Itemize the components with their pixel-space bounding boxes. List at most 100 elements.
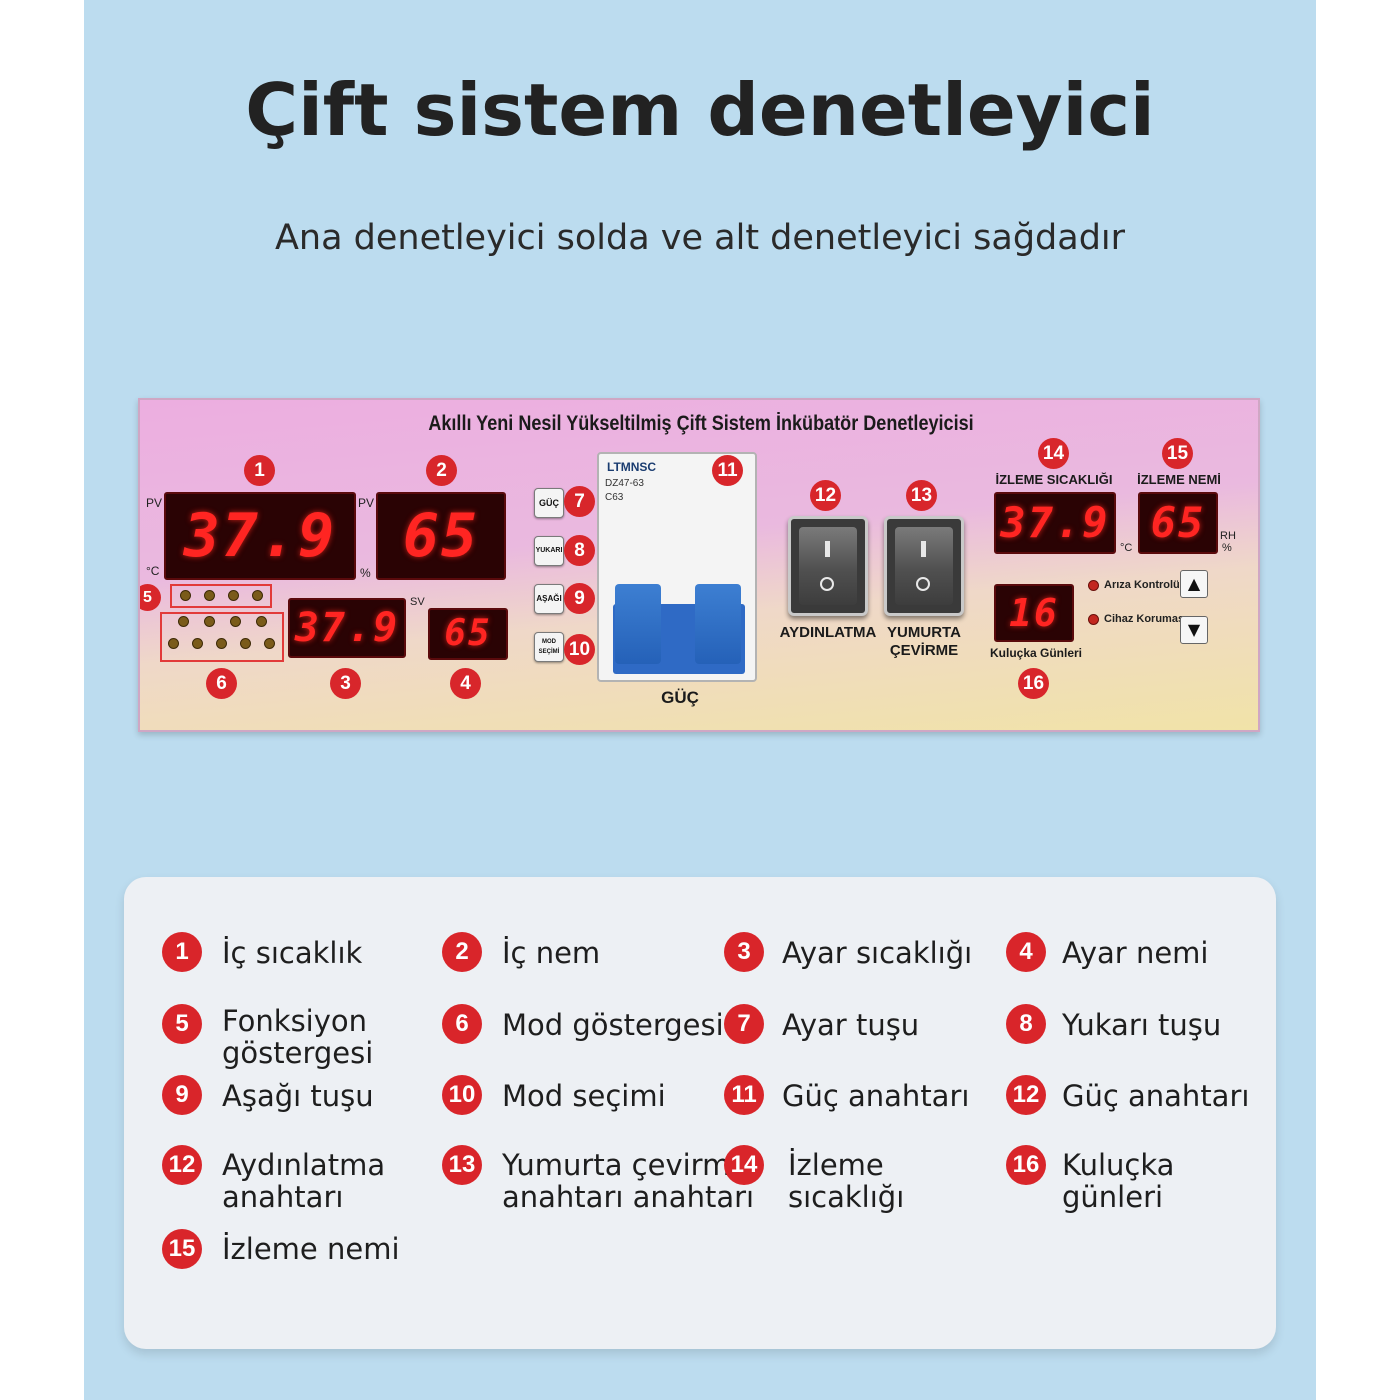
legend-badge: 3 (724, 932, 764, 972)
function-led (204, 590, 215, 601)
legend-text: İzleme nemi (222, 1232, 400, 1266)
legend-badge: 16 (1006, 1145, 1046, 1185)
fault-led (1088, 580, 1099, 591)
mode-select-button[interactable]: MOD SEÇİMİ (534, 632, 564, 662)
legend-badge: 6 (442, 1004, 482, 1044)
fault-label: Arıza Kontrolü (1104, 579, 1180, 591)
pv-hum-display: 65 (376, 492, 506, 580)
arrow-down-icon: ▼ (1187, 620, 1201, 639)
incubation-days-display: 16 (994, 584, 1074, 642)
badge-7: 7 (564, 486, 595, 517)
monitor-hum-display: 65 (1138, 492, 1218, 554)
function-indicator-frame (170, 584, 272, 608)
hum-unit-left: % (360, 566, 371, 580)
badge-15: 15 (1162, 438, 1193, 469)
incubation-days-label: Kuluçka Günleri (989, 646, 1083, 660)
breaker-rating: C63 (605, 492, 624, 503)
monitor-temp-display: 37.9 (994, 492, 1116, 554)
arrow-down-button[interactable]: ▼ (1180, 616, 1208, 644)
badge-12: 12 (810, 480, 841, 511)
legend-card: 1 İç sıcaklık 2 İç nem 3 Ayar sıcaklığı … (124, 877, 1276, 1349)
temp-unit-left: °C (146, 564, 160, 578)
lighting-switch[interactable] (788, 516, 868, 616)
egg-turning-label-2: ÇEVİRME (889, 642, 959, 659)
sv-temp-display: 37.9 (288, 598, 406, 658)
down-button[interactable]: AŞAĞI (534, 584, 564, 614)
right-margin (1316, 0, 1400, 1400)
legend-badge: 12 (162, 1145, 202, 1185)
badge-2: 2 (426, 455, 457, 486)
legend-text: Ayar nemi (1062, 936, 1209, 970)
badge-1: 1 (244, 455, 275, 486)
legend-badge: 11 (724, 1075, 764, 1115)
legend-text: İç sıcaklık (222, 936, 363, 970)
badge-6: 6 (206, 668, 237, 699)
protect-label: Cihaz Koruması (1104, 613, 1188, 625)
rh-unit: RH (1220, 530, 1236, 542)
page-subtitle: Ana denetleyici solda ve alt denetleyici… (274, 218, 1126, 258)
legend-text: Ayar tuşu (782, 1008, 920, 1042)
breaker-toggle-left[interactable] (615, 584, 661, 664)
legend-badge: 13 (442, 1145, 482, 1185)
mode-led (256, 616, 267, 627)
legend-text: Yukarı tuşu (1062, 1008, 1222, 1042)
legend-text: Mod göstergesi (502, 1008, 724, 1042)
function-led (180, 590, 191, 601)
protect-led (1088, 614, 1099, 625)
badge-10: 10 (564, 634, 595, 665)
legend-text: Ayar sıcaklığı (782, 936, 973, 970)
pv-label-right: PV (358, 496, 375, 510)
sv-label: SV (410, 596, 425, 608)
legend-text: Güç anahtarı (1062, 1079, 1250, 1113)
legend-text: Fonksiyon göstergesi (222, 1004, 374, 1070)
egg-turning-switch[interactable] (884, 516, 964, 616)
badge-14: 14 (1038, 438, 1069, 469)
badge-11: 11 (712, 455, 743, 486)
legend-badge: 12 (1006, 1075, 1046, 1115)
monitor-temp-unit: °C (1120, 542, 1133, 554)
badge-16: 16 (1018, 668, 1049, 699)
mode-led (230, 616, 241, 627)
set-button[interactable]: GÜÇ (534, 488, 564, 518)
mode-led (204, 616, 215, 627)
egg-turning-label-1: YUMURTA (887, 624, 961, 641)
pv-label-left: PV (146, 496, 163, 510)
panel-title: Akıllı Yeni Nesil Yükseltilmiş Çift Sist… (428, 412, 974, 435)
legend-text: İç nem (502, 936, 601, 970)
arrow-up-icon: ▲ (1187, 574, 1201, 593)
legend-badge: 4 (1006, 932, 1046, 972)
function-led (252, 590, 263, 601)
breaker-brand: LTMNSC (607, 460, 657, 474)
legend-text: Aydınlatma anahtarı (222, 1148, 386, 1214)
breaker-toggle-right[interactable] (695, 584, 741, 664)
legend-badge: 7 (724, 1004, 764, 1044)
lighting-switch-label: AYDINLATMA (779, 624, 877, 641)
sv-hum-display: 65 (428, 608, 508, 660)
legend-badge: 8 (1006, 1004, 1046, 1044)
mode-led (168, 638, 179, 649)
legend-badge: 9 (162, 1075, 202, 1115)
mode-led (216, 638, 227, 649)
badge-9: 9 (564, 583, 595, 614)
legend-badge: 5 (162, 1004, 202, 1044)
legend-badge: 1 (162, 932, 202, 972)
rh-percent-unit: % (1222, 542, 1232, 554)
mode-led (240, 638, 251, 649)
breaker-model: DZ47-63 (605, 478, 644, 489)
pv-temp-display: 37.9 (164, 492, 356, 580)
function-led (228, 590, 239, 601)
badge-3: 3 (330, 668, 361, 699)
legend-badge: 15 (162, 1229, 202, 1269)
controller-panel: Akıllı Yeni Nesil Yükseltilmiş Çift Sist… (138, 398, 1260, 732)
power-breaker[interactable]: LTMNSC DZ47-63 C63 (597, 452, 757, 682)
legend-badge: 2 (442, 932, 482, 972)
legend-text: Aşağı tuşu (222, 1079, 374, 1113)
up-button[interactable]: YUKARI (534, 536, 564, 566)
legend-badge: 14 (724, 1145, 764, 1185)
mode-led (178, 616, 189, 627)
breaker-label: GÜÇ (661, 688, 699, 707)
mode-indicator-frame (160, 612, 284, 662)
mode-led (264, 638, 275, 649)
monitor-hum-label: İZLEME NEMİ (1137, 472, 1221, 487)
arrow-up-button[interactable]: ▲ (1180, 570, 1208, 598)
